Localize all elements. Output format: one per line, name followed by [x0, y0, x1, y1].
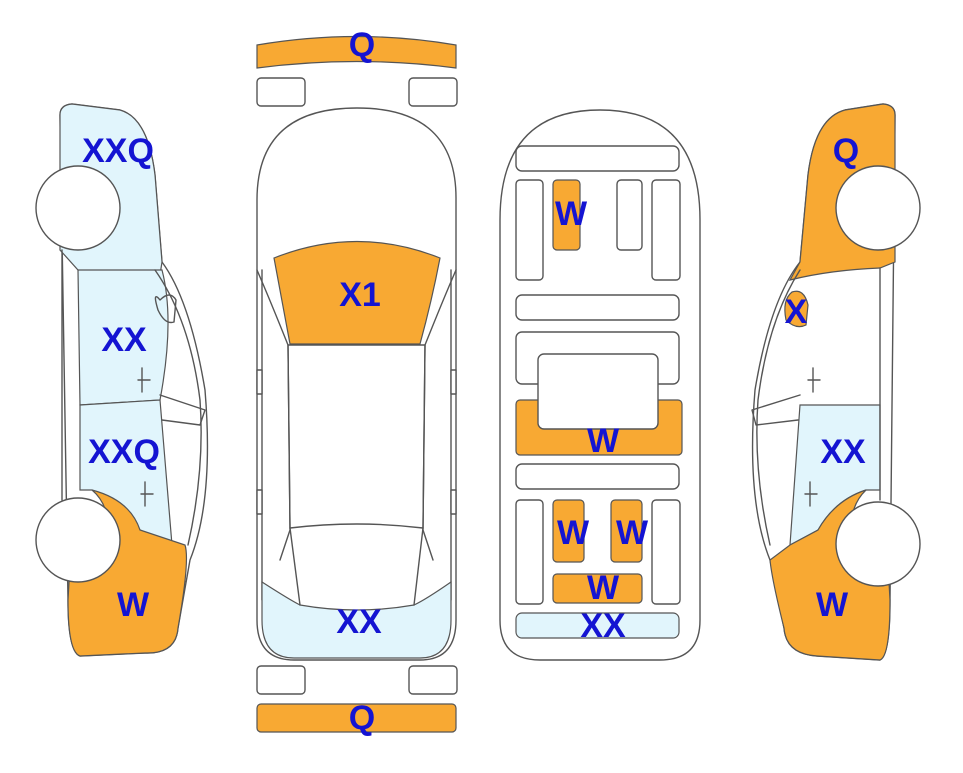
left-door-handle-rear — [140, 481, 154, 507]
top-rear-bumper-label: Q — [349, 699, 375, 737]
underbody-rear-member-left-label: W — [557, 514, 590, 552]
underbody-center-floor-label: W — [587, 422, 620, 460]
right-rear-door-label: XX — [820, 433, 866, 471]
right-window-line — [756, 269, 801, 546]
top-body-outline — [256, 107, 457, 661]
underbody-frame-right-inner — [616, 179, 643, 251]
underbody-view: W W W W W XX — [499, 109, 701, 661]
top-trunk-label: XX — [336, 603, 382, 641]
left-front-door-label: XX — [101, 321, 147, 359]
top-mirror-left — [256, 369, 263, 395]
left-mirror — [154, 294, 177, 324]
underbody-rear-member-right-label: W — [616, 514, 649, 552]
top-hood-label: X1 — [339, 276, 381, 314]
right-side-view: Q X XX W — [751, 103, 921, 661]
top-front-light-left — [256, 77, 306, 107]
underbody-rear-frame-right — [651, 499, 681, 605]
underbody-mid-bar — [515, 294, 680, 321]
underbody-fuel-tank — [537, 353, 659, 430]
underbody-rear-cross-member-panel[interactable] — [552, 573, 643, 604]
top-front-bumper-label: Q — [349, 26, 375, 64]
right-a-pillar-panel[interactable] — [784, 290, 809, 328]
underbody-rear-frame-left — [515, 499, 544, 605]
top-front-light-right — [408, 77, 458, 107]
right-rear-quarter-label: W — [816, 586, 849, 624]
right-door-handle-front — [807, 367, 821, 393]
right-front-wheel — [835, 165, 921, 251]
top-rear-bumper-panel[interactable] — [256, 703, 457, 733]
right-front-fender-label: Q — [833, 132, 859, 170]
underbody-rear-bar — [515, 463, 680, 490]
underbody-rear-member-left-panel[interactable] — [552, 499, 585, 563]
left-rear-wheel — [35, 497, 121, 583]
left-front-wheel — [35, 165, 121, 251]
left-door-handle-front — [137, 367, 151, 393]
right-a-pillar-label: X — [785, 293, 808, 331]
underbody-rear-member-right-panel[interactable] — [610, 499, 643, 563]
right-rear-wheel — [835, 501, 921, 587]
left-window-inner — [159, 394, 206, 426]
left-front-fender-label: XXQ — [82, 132, 154, 170]
underbody-frame-right — [651, 179, 681, 281]
underbody-rear-cross-member-label: W — [587, 569, 620, 607]
top-front-bumper-panel[interactable] — [256, 35, 457, 69]
right-door-handle-rear — [804, 481, 818, 507]
top-rear-window — [289, 527, 424, 606]
underbody-front-member-label: W — [555, 195, 588, 233]
top-handle-right — [450, 489, 457, 515]
underbody-rear-panel[interactable] — [515, 612, 680, 639]
top-view: Q X1 XX Q — [256, 26, 458, 737]
underbody-front-bar — [515, 145, 680, 172]
underbody-rear-panel-label: XX — [580, 607, 626, 645]
left-rear-quarter-label: W — [117, 586, 150, 624]
top-hood-panel[interactable] — [273, 240, 441, 345]
top-handle-left — [256, 489, 263, 515]
top-rear-light-left — [256, 665, 306, 695]
underbody-frame-left — [515, 179, 544, 281]
top-mirror-right — [450, 369, 457, 395]
left-window-line — [154, 269, 202, 546]
top-rear-light-right — [408, 665, 458, 695]
right-window-inner — [751, 394, 801, 426]
left-side-view: XXQ XX XXQ W — [35, 103, 209, 657]
underbody-front-member-panel[interactable] — [552, 179, 581, 251]
left-rear-door-label: XXQ — [88, 433, 160, 471]
